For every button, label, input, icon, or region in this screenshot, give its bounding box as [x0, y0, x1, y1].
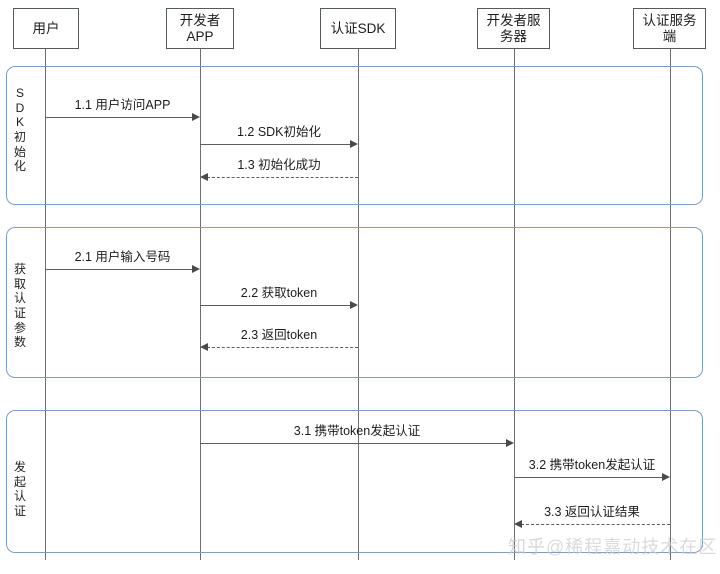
message-2-2: 2.2 获取token [200, 286, 358, 309]
message-line [200, 443, 507, 444]
fragment-label-text: 发起认证 [13, 460, 26, 518]
message-3-3: 3.3 返回认证结果 [514, 505, 670, 528]
arrow-head-icon [200, 172, 208, 181]
participant-label: 开发者服务器 [486, 12, 541, 44]
lifeline-auth-sdk [358, 49, 359, 560]
arrow-head-icon [192, 264, 200, 273]
message-line [207, 347, 358, 348]
message-3-2: 3.2 携带token发起认证 [514, 458, 670, 481]
arrow-head-icon [514, 519, 522, 528]
participant-label: 认证SDK [330, 20, 386, 36]
message-3-1: 3.1 携带token发起认证 [200, 424, 514, 447]
participant-label: 认证服务端 [642, 12, 697, 44]
message-label: 3.1 携带token发起认证 [293, 424, 421, 438]
message-line [514, 477, 663, 478]
lifeline-user [45, 49, 46, 560]
lifeline-auth-server [670, 49, 671, 560]
message-label: 2.2 获取token [240, 286, 318, 300]
message-label: 1.3 初始化成功 [237, 158, 321, 172]
message-label: 3.2 携带token发起认证 [528, 458, 656, 472]
participant-user: 用户 [13, 8, 79, 49]
participant-developer-server: 开发者服务器 [477, 8, 550, 49]
fragment-start-auth [6, 410, 703, 553]
participant-label: 用户 [32, 20, 60, 36]
lifeline-developer-app [200, 49, 201, 560]
message-line [521, 524, 670, 525]
arrow-head-icon [350, 300, 358, 309]
fragment-start-auth-label: 发起认证 [8, 460, 32, 519]
lifeline-developer-server [514, 49, 515, 560]
participant-developer-app: 开发者APP [166, 8, 234, 49]
message-2-3: 2.3 返回token [200, 328, 358, 351]
arrow-head-icon [662, 472, 670, 481]
message-label: 2.1 用户输入号码 [74, 250, 171, 264]
message-label: 2.3 返回token [240, 328, 318, 342]
message-2-1: 2.1 用户输入号码 [45, 250, 200, 273]
message-line [207, 177, 358, 178]
fragment-get-auth-params-label: 获取认证参数 [8, 262, 32, 350]
message-line [45, 117, 193, 118]
participant-auth-sdk: 认证SDK [320, 8, 396, 49]
arrow-head-icon [350, 139, 358, 148]
message-label: 3.3 返回认证结果 [544, 505, 640, 519]
participant-label: 开发者APP [179, 12, 221, 44]
fragment-label-text: 获取认证参数 [13, 262, 26, 350]
participant-auth-server: 认证服务端 [633, 8, 706, 49]
message-line [200, 144, 351, 145]
message-label: 1.1 用户访问APP [74, 98, 171, 112]
message-label: 1.2 SDK初始化 [236, 125, 322, 139]
fragment-sdk-init [6, 66, 703, 205]
message-1-2: 1.2 SDK初始化 [200, 125, 358, 148]
fragment-get-auth-params [6, 227, 703, 378]
message-1-1: 1.1 用户访问APP [45, 98, 200, 121]
message-line [200, 305, 351, 306]
arrow-head-icon [200, 342, 208, 351]
message-1-3: 1.3 初始化成功 [200, 158, 358, 181]
message-line [45, 269, 193, 270]
arrow-head-icon [506, 438, 514, 447]
arrow-head-icon [192, 112, 200, 121]
